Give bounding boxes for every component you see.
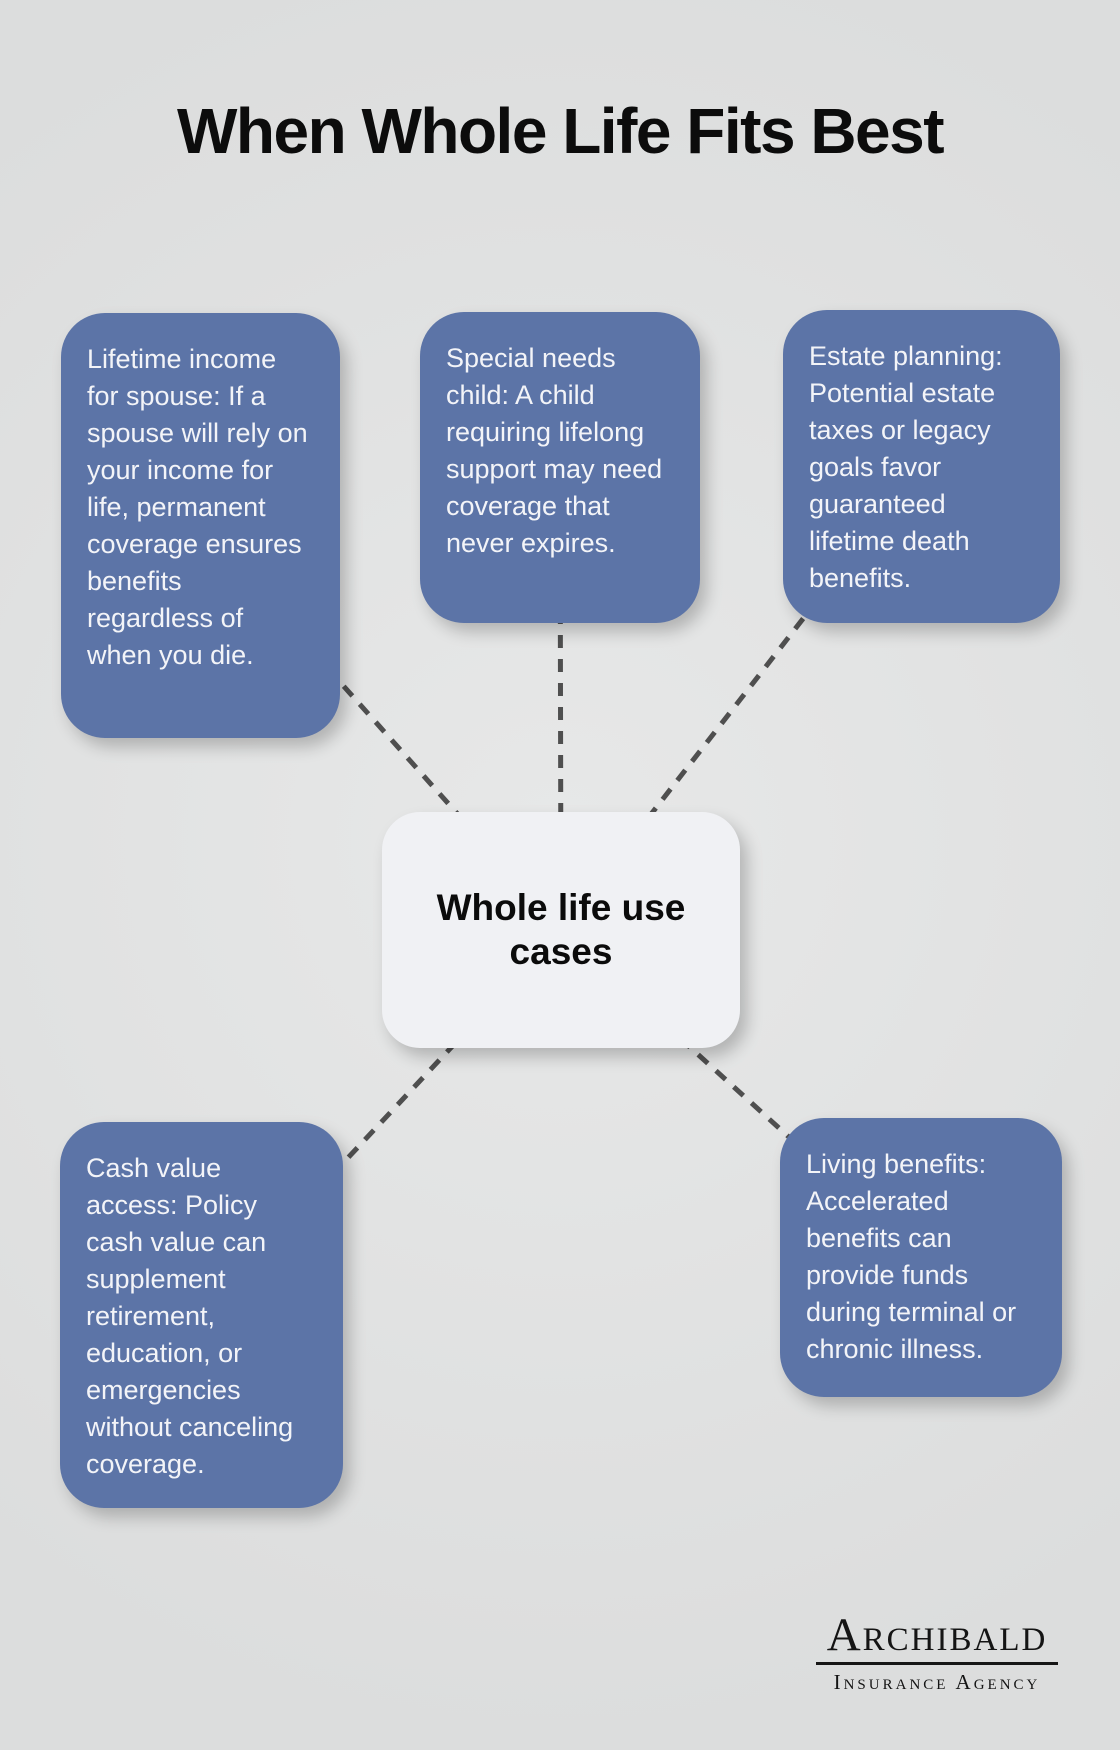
node-living-benefits-text: Living benefits: Accelerated benefits ca… (806, 1149, 1017, 1364)
node-special-needs-text: Special needs child: A child requiring l… (446, 343, 663, 558)
logo-company-name: Archibald (826, 1609, 1048, 1661)
center-node-whole-life-use-cases: Whole life use cases (382, 812, 740, 1048)
page-title: When Whole Life Fits Best (176, 95, 945, 167)
node-lifetime-income-text: Lifetime income for spouse: If a spouse … (87, 344, 308, 670)
node-special-needs-child: Special needs child: A child requiring l… (420, 312, 700, 623)
node-lifetime-income-for-spouse: Lifetime income for spouse: If a spouse … (61, 313, 340, 738)
node-estate-planning-text: Estate planning: Potential estate taxes … (809, 341, 1003, 593)
logo-divider-rule (816, 1662, 1058, 1665)
node-cash-value-text: Cash value access: Policy cash value can… (86, 1153, 294, 1479)
node-estate-planning: Estate planning: Potential estate taxes … (783, 310, 1060, 623)
connector-lifetime-income (198, 523, 563, 932)
node-cash-value-access: Cash value access: Policy cash value can… (60, 1122, 343, 1508)
node-living-benefits: Living benefits: Accelerated benefits ca… (780, 1118, 1062, 1397)
center-node-label: Whole life use cases (436, 886, 686, 972)
logo-tagline: Insurance Agency (833, 1670, 1041, 1694)
archibald-logo: Archibald Insurance Agency (816, 1612, 1058, 1695)
